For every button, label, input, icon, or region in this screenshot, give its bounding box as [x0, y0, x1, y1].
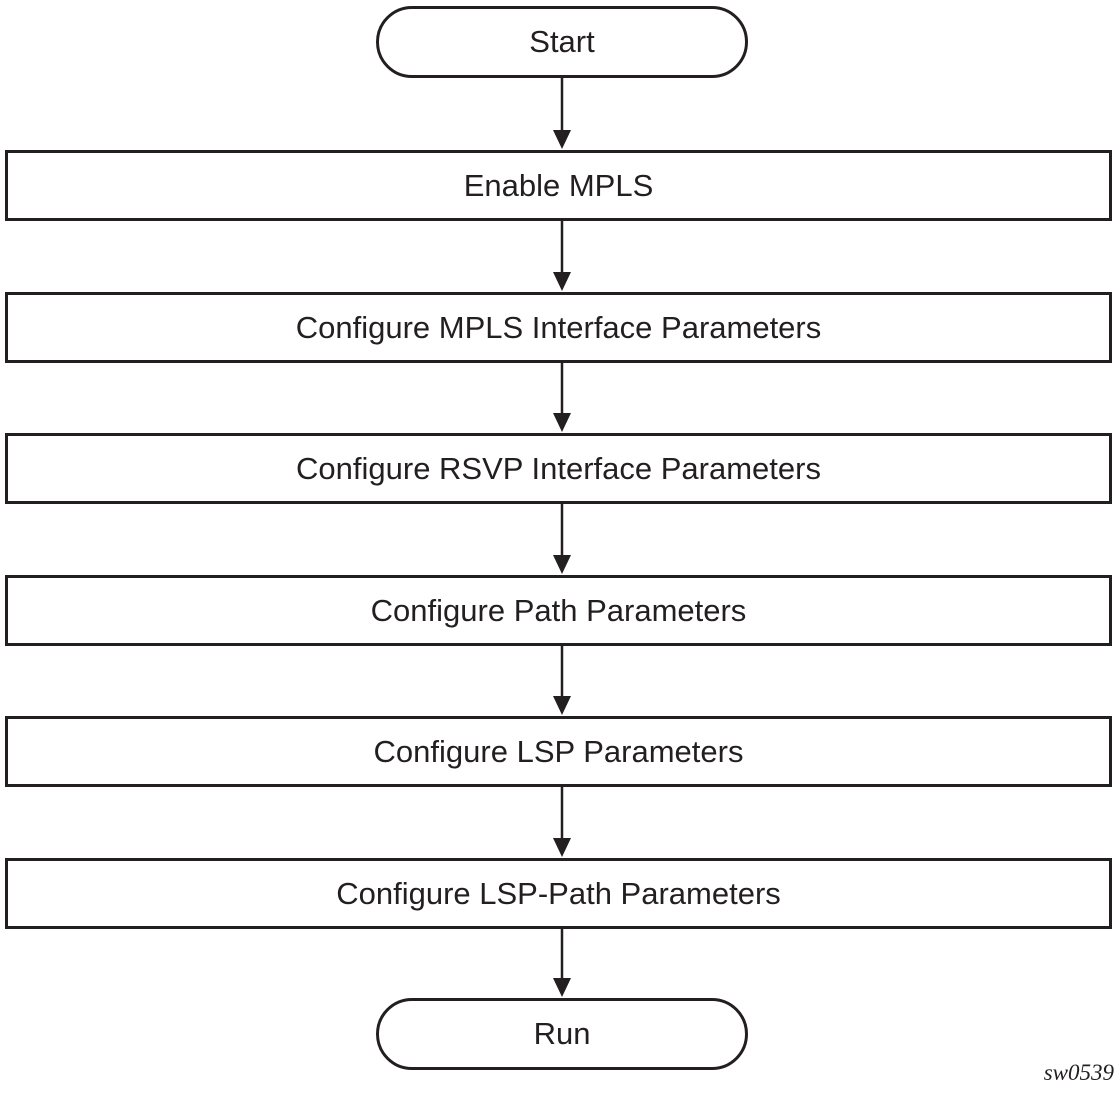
arrowhead — [553, 978, 571, 997]
step-label: Configure RSVP Interface Parameters — [296, 450, 821, 486]
figure-id: sw0539 — [1043, 1060, 1114, 1085]
step-mpls-interface: Configure MPLS Interface Parameters — [5, 292, 1112, 363]
arrowhead — [553, 272, 571, 291]
start-terminal: Start — [376, 6, 748, 78]
step-lsp-parameters: Configure LSP Parameters — [5, 716, 1112, 787]
step-label: Enable MPLS — [463, 167, 654, 203]
step-label: Configure LSP Parameters — [373, 733, 744, 769]
step-enable-mpls: Enable MPLS — [5, 150, 1112, 221]
step-rsvp-interface: Configure RSVP Interface Parameters — [5, 433, 1112, 504]
step-label: Configure Path Parameters — [370, 592, 747, 628]
arrowhead — [553, 555, 571, 574]
step-lsp-path-parameters: Configure LSP-Path Parameters — [5, 858, 1112, 929]
start-label: Start — [529, 24, 595, 59]
arrowhead — [553, 413, 571, 432]
arrowhead — [553, 696, 571, 715]
step-path-parameters: Configure Path Parameters — [5, 575, 1112, 646]
arrowhead — [553, 838, 571, 857]
step-label: Configure LSP-Path Parameters — [336, 875, 781, 911]
arrowhead — [553, 130, 571, 149]
end-terminal: Run — [376, 998, 748, 1070]
end-label: Run — [533, 1016, 591, 1051]
step-label: Configure MPLS Interface Parameters — [295, 309, 822, 345]
